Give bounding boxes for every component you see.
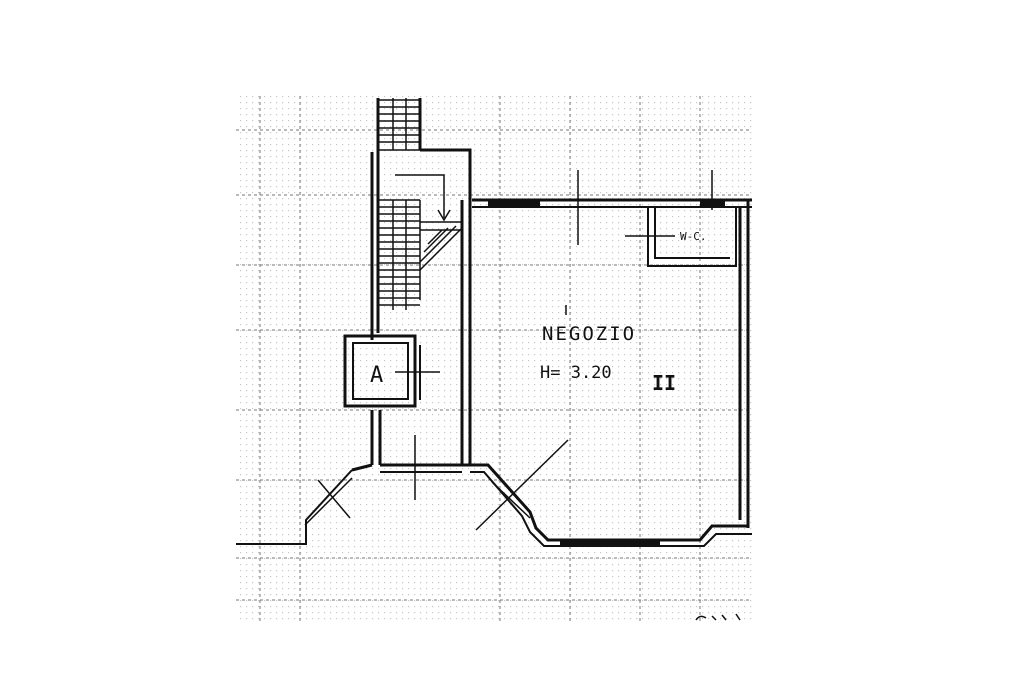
wc-label: W-C. bbox=[680, 230, 707, 243]
elevator-shaft bbox=[343, 334, 440, 408]
wc-room bbox=[625, 207, 737, 267]
room-name: NEGOZIO bbox=[542, 323, 636, 345]
entrance-markers bbox=[304, 439, 569, 531]
entry-corridor bbox=[351, 333, 462, 500]
elevator-label: A bbox=[370, 363, 383, 388]
ground-line bbox=[236, 469, 353, 545]
svg-text:II: II bbox=[652, 371, 676, 395]
graph-paper bbox=[236, 96, 752, 624]
cropped-annotation bbox=[695, 613, 741, 621]
floor-mark: II bbox=[652, 371, 676, 395]
stair-treads bbox=[378, 98, 421, 310]
reference-marks bbox=[565, 170, 713, 315]
stair-shaft bbox=[370, 98, 472, 465]
grid-lines bbox=[236, 96, 752, 624]
room-height: H= 3.20 bbox=[540, 363, 612, 383]
stair-landing bbox=[395, 174, 463, 271]
